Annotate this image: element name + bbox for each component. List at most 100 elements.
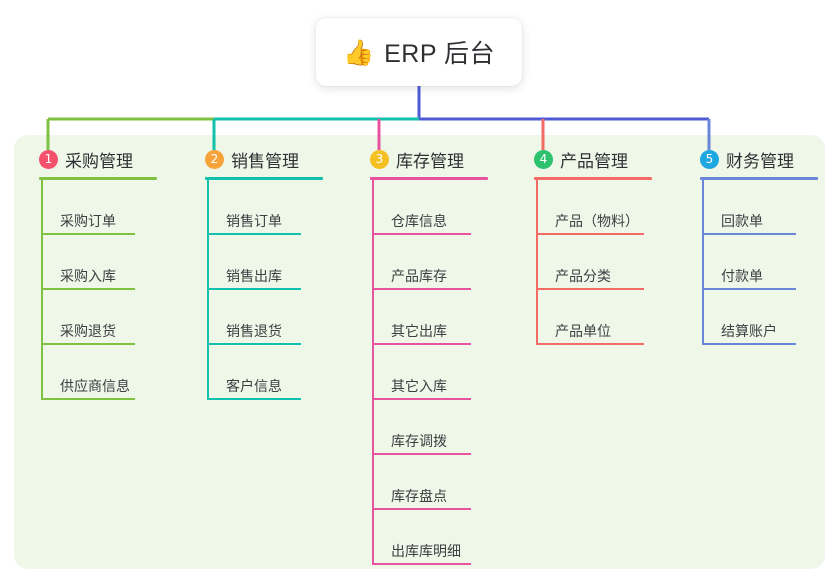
leaf-underline [373, 508, 471, 510]
leaf-spine-4 [536, 180, 538, 345]
leaf-label: 仓库信息 [391, 213, 447, 229]
leaf-item[interactable]: 结算账户 [703, 290, 818, 345]
leaf-item[interactable]: 库存盘点 [373, 455, 488, 510]
leaf-label: 产品分类 [555, 268, 611, 284]
leaf-item[interactable]: 采购订单 [42, 180, 157, 235]
leaf-item[interactable]: 仓库信息 [373, 180, 488, 235]
leaf-underline [373, 288, 471, 290]
column-badge-4: 4 [534, 149, 553, 169]
leaf-item[interactable]: 库存调拨 [373, 400, 488, 455]
leaf-item[interactable]: 付款单 [703, 235, 818, 290]
column-title-4: 产品管理 [560, 151, 628, 171]
leaf-spine-1 [41, 180, 43, 400]
leaf-underline [537, 343, 644, 345]
column-4: 4 产品管理产品（物料） 产品分类产品单位 [525, 145, 652, 345]
leaf-label: 库存盘点 [391, 488, 447, 504]
leaf-item[interactable]: 出库库明细 [373, 510, 488, 565]
leaf-underline [208, 233, 301, 235]
column-underline-4 [534, 177, 652, 180]
column-title-3: 库存管理 [396, 151, 464, 171]
leaf-underline [537, 233, 644, 235]
leaf-list-5: 回款单付款单结算账户 [691, 180, 818, 345]
leaf-list-1: 采购订单采购入库采购退货供应商信息 [30, 180, 157, 400]
column-badge-5: 5 [700, 149, 719, 169]
column-header-3[interactable]: 3 库存管理 [361, 145, 488, 173]
leaf-label: 销售出库 [226, 268, 282, 284]
leaf-label: 采购退货 [60, 323, 116, 339]
leaf-label: 结算账户 [721, 323, 777, 339]
leaf-underline [703, 288, 796, 290]
leaf-underline [208, 398, 301, 400]
column-underline-2 [205, 177, 323, 180]
leaf-label: 付款单 [721, 268, 763, 284]
leaf-label: 销售订单 [226, 213, 282, 229]
leaf-label: 其它入库 [391, 378, 447, 394]
leaf-spine-2 [207, 180, 209, 400]
root-node[interactable]: 👍 ERP 后台 [316, 18, 522, 86]
leaf-label: 回款单 [721, 213, 763, 229]
leaf-label: 产品库存 [391, 268, 447, 284]
thumbs-up-icon: 👍 [342, 37, 375, 67]
leaf-underline [703, 343, 796, 345]
column-title-2: 销售管理 [231, 151, 299, 171]
column-underline-1 [39, 177, 157, 180]
leaf-list-3: 仓库信息产品库存其它出库其它入库库存调拨库存盘点出库库明细 [361, 180, 488, 565]
leaf-underline [373, 343, 471, 345]
column-1: 1 采购管理采购订单采购入库采购退货供应商信息 [30, 145, 157, 400]
leaf-underline [42, 233, 135, 235]
leaf-underline [42, 288, 135, 290]
leaf-label: 供应商信息 [60, 378, 130, 394]
leaf-list-4: 产品（物料） 产品分类产品单位 [525, 180, 652, 345]
leaf-list-2: 销售订单销售出库销售退货客户信息 [196, 180, 323, 400]
leaf-underline [703, 233, 796, 235]
leaf-label: 出库库明细 [391, 543, 461, 559]
leaf-item[interactable]: 其它入库 [373, 345, 488, 400]
leaf-label: 采购入库 [60, 268, 116, 284]
leaf-spine-5 [702, 180, 704, 345]
column-title-1: 采购管理 [65, 151, 133, 171]
column-header-1[interactable]: 1 采购管理 [30, 145, 157, 173]
leaf-item[interactable]: 采购退货 [42, 290, 157, 345]
leaf-underline [42, 398, 135, 400]
leaf-spine-3 [372, 180, 374, 565]
leaf-underline [208, 288, 301, 290]
column-header-5[interactable]: 5 财务管理 [691, 145, 818, 173]
column-badge-1: 1 [39, 149, 58, 169]
leaf-label: 销售退货 [226, 323, 282, 339]
column-underline-3 [370, 177, 488, 180]
leaf-label: 产品单位 [555, 323, 611, 339]
column-3: 3 库存管理仓库信息产品库存其它出库其它入库库存调拨库存盘点出库库明细 [361, 145, 488, 565]
leaf-item[interactable]: 其它出库 [373, 290, 488, 345]
leaf-item[interactable]: 产品（物料） [537, 180, 652, 235]
leaf-item[interactable]: 供应商信息 [42, 345, 157, 400]
leaf-underline [373, 453, 471, 455]
column-header-2[interactable]: 2 销售管理 [196, 145, 323, 173]
column-5: 5 财务管理回款单付款单结算账户 [691, 145, 818, 345]
diagram-panel [14, 135, 825, 569]
leaf-underline [537, 288, 644, 290]
leaf-item[interactable]: 产品库存 [373, 235, 488, 290]
leaf-label: 其它出库 [391, 323, 447, 339]
leaf-underline [42, 343, 135, 345]
column-title-5: 财务管理 [726, 151, 794, 171]
leaf-item[interactable]: 销售出库 [208, 235, 323, 290]
leaf-underline [373, 398, 471, 400]
column-2: 2 销售管理销售订单销售出库销售退货客户信息 [196, 145, 323, 400]
leaf-label: 客户信息 [226, 378, 282, 394]
leaf-item[interactable]: 回款单 [703, 180, 818, 235]
column-header-4[interactable]: 4 产品管理 [525, 145, 652, 173]
leaf-underline [373, 563, 471, 565]
leaf-item[interactable]: 产品分类 [537, 235, 652, 290]
leaf-item[interactable]: 采购入库 [42, 235, 157, 290]
leaf-label: 库存调拨 [391, 433, 447, 449]
leaf-item[interactable]: 销售订单 [208, 180, 323, 235]
leaf-item[interactable]: 客户信息 [208, 345, 323, 400]
leaf-underline [373, 233, 471, 235]
leaf-label: 产品（物料） [555, 213, 639, 229]
column-badge-3: 3 [370, 149, 389, 169]
column-badge-2: 2 [205, 149, 224, 169]
leaf-item[interactable]: 产品单位 [537, 290, 652, 345]
column-underline-5 [700, 177, 818, 180]
leaf-item[interactable]: 销售退货 [208, 290, 323, 345]
